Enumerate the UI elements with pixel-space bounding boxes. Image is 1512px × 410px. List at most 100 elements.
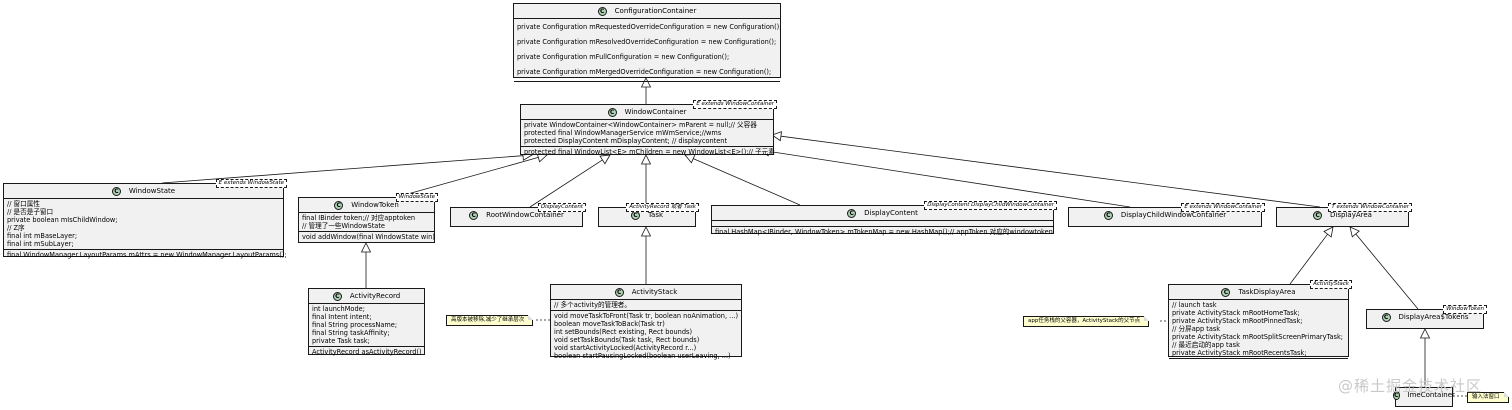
member-line: boolean startPausingLocked(boolean userL… [554,352,731,360]
fields-section: // 多个activity的管理者。 [551,299,741,310]
extends-display-area-tokens-to-display-area [1355,233,1419,310]
member-line: protected DisplayContent mDisplayContent… [524,137,728,145]
methods-section: void addWindow(final WindowState win) [299,231,435,242]
member-line: // 窗口属性 [7,200,40,208]
class-c-icon: C [334,200,344,210]
class-name: WindowToken [351,201,399,209]
extends-display-area-to-window-container [780,135,1321,208]
class-name: DisplayContent [864,209,918,217]
type-parameter: ActivityRecord 或者 Task [626,203,699,212]
extends-display-content-to-window-container [693,158,801,206]
member-line: final HashMap<IBinder, WindowToken> mTok… [715,228,1053,236]
note-ime-container: 输入法窗口 [1467,392,1509,403]
member-line: private ActivityStack mRootRecentsTask; [1172,349,1307,357]
class-c-icon: C [1313,210,1323,220]
class-name: RootWindowContainer [486,211,564,219]
member-line: protected final WindowManagerService mWm… [524,129,722,137]
class-c-icon: C [111,186,121,196]
class-c-icon: C [1103,210,1113,220]
member-line: private Configuration mFullConfiguration… [517,53,730,61]
type-parameter: WindowToken [1443,305,1487,314]
class-name: ImeContainer [1407,391,1455,399]
member-line: final WindowManager.LayoutParams mAttrs … [7,251,287,259]
type-parameter: DisplayContent [537,203,586,212]
fields-section: private Configuration mRequestedOverride… [514,18,781,81]
member-line: // launch task [1172,301,1217,309]
class-c-icon: C [332,291,342,301]
class-c-icon: C [469,210,479,220]
member-line: // 管理了一些WindowState [302,222,385,230]
member-line: private boolean mIsChildWindow; [7,216,118,224]
methods-section: final WindowManager.LayoutParams mAttrs … [4,249,287,260]
member-line: // 是否是子窗口 [7,208,54,216]
watermark: @稀土掘金技术社区 [1338,377,1483,395]
class-c-icon: C [1381,312,1391,322]
methods-section: void moveTaskToFront(Task tr, boolean no… [551,310,741,361]
member-line: private WindowContainer<WindowContainer>… [524,121,757,129]
methods-section: protected final WindowList<E> mChildren … [521,146,775,157]
extends-window-token-to-window-container [396,157,539,198]
inheritance-arrowhead [1349,226,1360,238]
extends-task-display-area-to-display-area [1289,233,1328,285]
fields-section: private WindowContainer<WindowContainer>… [521,119,773,146]
member-line: private Configuration mMergedOverrideCon… [517,68,772,76]
class-name: ActivityRecord [349,292,401,300]
member-line: void addWindow(final WindowState win) [302,233,435,241]
fields-section [712,220,1053,226]
member-line: final String processName; [312,321,398,329]
member-line: final int mBaseLayer; [7,232,78,240]
member-line: private Task task; [312,337,370,345]
ime-container-class: C ImeContainer [1393,387,1455,407]
class-c-icon: C [1393,390,1400,400]
class-name: WindowState [128,187,176,195]
member-line: protected final WindowList<E> mChildren … [524,148,775,156]
methods-section: ActivityRecord asActivityRecord() [309,346,424,357]
activity-record-class: C ActivityRecord int launchMode;final Inte… [308,288,425,357]
member-line: final IBinder token;// 对应apptoken [302,214,416,222]
note-task-display-area: app任务栈的父容器，ActivityStack的父节点 [1023,316,1150,327]
methods-section [1169,358,1348,364]
fields-section: final IBinder token;// 对应apptoken// 管理了一… [299,212,434,231]
class-name: TaskDisplayArea [1238,288,1296,296]
member-line: final String taskAffinity; [312,329,390,337]
type-parameter: T extends WindowContainer [1328,203,1412,212]
inheritance-arrowhead [599,154,611,165]
inheritance-arrowhead [771,131,782,142]
member-line: // 多个activity的管理者。 [554,301,631,309]
class-name: DisplayArea$Tokens [1398,313,1469,321]
member-line: private ActivityStack mRootSplitScreenPr… [1172,333,1344,341]
fields-section: int launchMode;final Intent intent;final… [309,303,424,346]
member-line: void startActivityLocked(ActivityRecord … [554,344,697,352]
member-line: private ActivityStack mRootHomeTask; [1172,309,1300,317]
class-header: C ActivityRecord [309,289,424,303]
class-header: C ImeContainer [1393,388,1455,402]
class-c-icon: C [607,107,617,117]
methods-section [514,81,780,87]
member-line: int launchMode; [312,305,365,313]
member-line: boolean moveTaskToBack(Task tr) [554,320,665,328]
class-c-icon: C [597,6,607,16]
class-c-icon: C [614,287,624,297]
inheritance-arrowhead [360,242,372,253]
inheritance-arrowhead [640,226,652,237]
